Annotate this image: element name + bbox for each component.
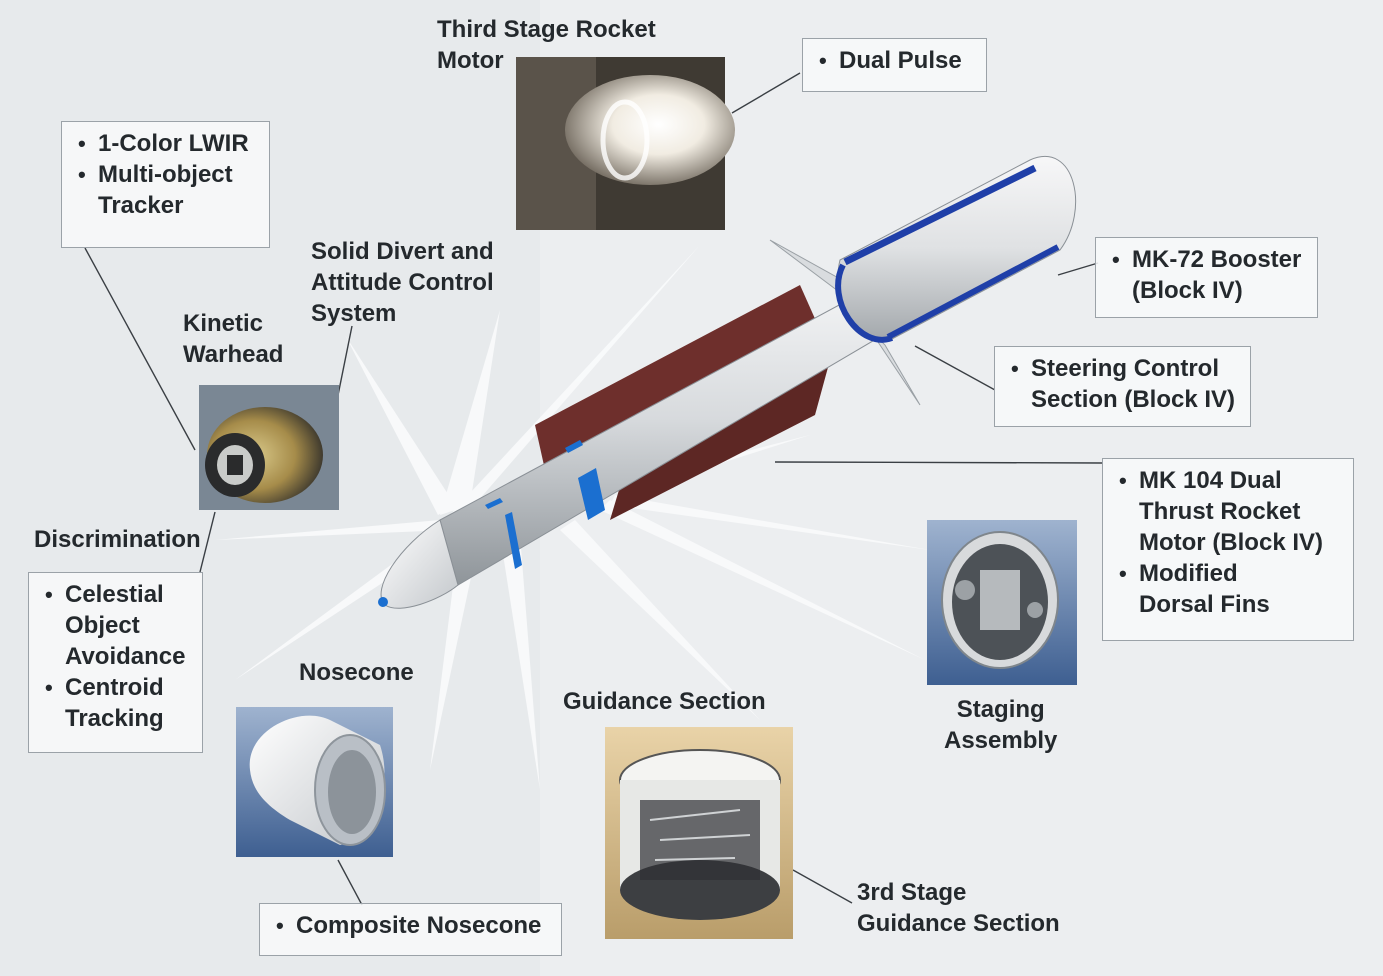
booster-item: MK-72 Booster (Block IV) <box>1110 244 1303 306</box>
lower-dorsal-fin <box>610 360 830 520</box>
sdacs-label: Solid Divert and Attitude Control System <box>311 236 494 329</box>
dual-pulse-item: Dual Pulse <box>817 45 972 76</box>
guidance-section-label: Guidance Section <box>563 688 766 715</box>
booster-stripe-top <box>843 164 1037 266</box>
guidance-section-photo <box>605 727 793 939</box>
staging-assembly-label: Staging Assembly <box>944 694 1057 756</box>
upper-dorsal-fin <box>535 285 820 470</box>
sdacs-label-line3: System <box>311 300 397 327</box>
third-guidance-line1: 3rd Stage <box>857 879 967 906</box>
sdacs-label-line1: Solid Divert and <box>311 238 494 265</box>
staging-label-line1: Staging <box>956 696 1045 723</box>
celestial-avoidance-item: Celestial Object Avoidance <box>43 579 188 672</box>
third-stage-rocket-motor-label: Third Stage Rocket Motor <box>437 14 656 76</box>
staging-assembly-photo <box>927 520 1077 685</box>
nosecone-photo <box>236 707 393 857</box>
third-stage-label-line1: Third Stage Rocket <box>437 16 656 43</box>
band-4 <box>565 440 583 453</box>
sensor-item-tracker: Multi-object Tracker <box>76 159 255 221</box>
leader-lines <box>84 72 1103 906</box>
discrimination-callout: Celestial Object Avoidance Centroid Trac… <box>28 572 203 753</box>
booster-callout: MK-72 Booster (Block IV) <box>1095 237 1318 318</box>
dual-pulse-callout: Dual Pulse <box>802 38 987 92</box>
staging-label-line2: Assembly <box>944 727 1058 754</box>
band-2 <box>578 468 605 520</box>
steering-control-item: Steering Control Section (Block IV) <box>1009 353 1236 415</box>
steering-control-callout: Steering Control Section (Block IV) <box>994 346 1251 427</box>
band-3 <box>485 498 503 509</box>
discrimination-label: Discrimination <box>34 526 201 553</box>
sensor-callout: 1-Color LWIR Multi-object Tracker <box>61 121 270 248</box>
kinetic-warhead-photo <box>199 385 339 510</box>
composite-nosecone-callout: Composite Nosecone <box>259 903 562 956</box>
rocket-motor-photo <box>516 57 735 230</box>
kinetic-warhead-label: Kinetic Warhead <box>183 308 283 370</box>
nose-tip <box>378 597 388 607</box>
third-guidance-line2: Guidance Section <box>857 910 1060 937</box>
dorsal-fins-item: Modified Dorsal Fins <box>1117 558 1339 620</box>
booster-stripe-bottom <box>886 244 1060 340</box>
third-stage-label-line2: Motor <box>437 47 504 74</box>
sensor-item-lwir: 1-Color LWIR <box>76 128 255 159</box>
band-1 <box>505 512 522 569</box>
sdacs-label-line2: Attitude Control <box>311 269 494 296</box>
rocket-motor-callout: MK 104 Dual Thrust Rocket Motor (Block I… <box>1102 458 1354 641</box>
booster-rim <box>835 263 894 343</box>
rocket-motor-item: MK 104 Dual Thrust Rocket Motor (Block I… <box>1117 465 1339 558</box>
kinetic-label-line1: Kinetic <box>183 310 264 337</box>
nosecone-label: Nosecone <box>299 659 414 686</box>
kinetic-label-line2: Warhead <box>183 341 284 368</box>
starburst-rays <box>215 245 930 790</box>
missile <box>378 156 1077 609</box>
composite-nosecone-item: Composite Nosecone <box>274 910 547 941</box>
third-stage-guidance-label: 3rd Stage Guidance Section <box>857 877 1060 939</box>
centroid-tracking-item: Centroid Tracking <box>43 672 188 734</box>
